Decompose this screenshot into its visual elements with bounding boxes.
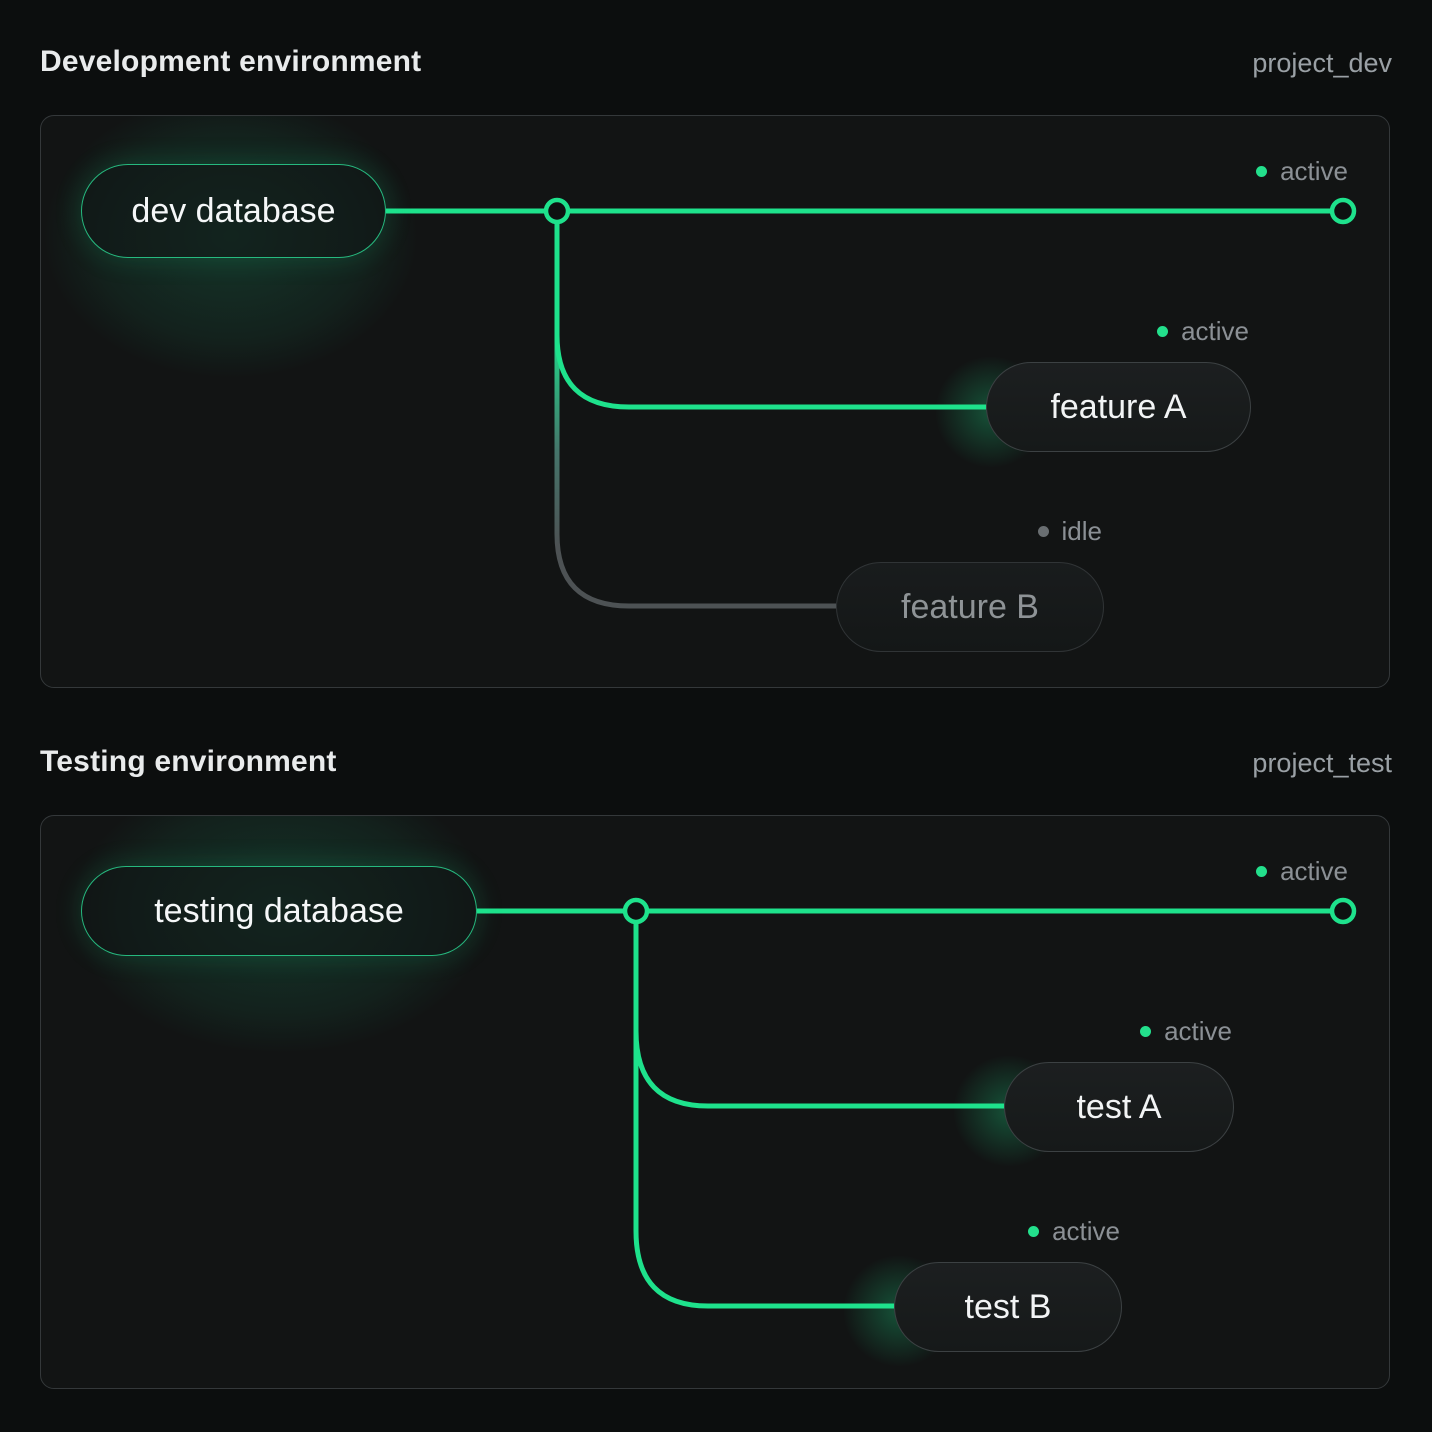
status-label: active	[1280, 856, 1348, 886]
branch-node-test-a[interactable]: test A	[1004, 1062, 1234, 1152]
status-dot-icon	[1157, 325, 1169, 337]
branch-node-label: test A	[1076, 1087, 1162, 1126]
status-badge: active	[1157, 316, 1249, 346]
trunk-head-node-test[interactable]	[1329, 897, 1357, 925]
dev-branch-tree	[386, 197, 1357, 609]
branch-point-node-dev[interactable]	[543, 197, 571, 225]
status-badge: active	[1028, 1216, 1120, 1246]
branch-node-dev-database[interactable]: dev database	[81, 164, 386, 258]
status-dot-icon	[1028, 1225, 1040, 1237]
status-label: active	[1181, 316, 1249, 346]
status-label: active	[1280, 156, 1348, 186]
branch-node-feature-a[interactable]: feature A	[986, 362, 1251, 452]
status-badge: active	[1256, 856, 1348, 886]
test-branch-tree	[477, 897, 1357, 1309]
status-dot-icon	[1037, 525, 1049, 537]
status-badge: active	[1140, 1016, 1232, 1046]
branch-line-test-a	[633, 911, 1004, 1109]
branch-node-label: feature B	[901, 587, 1039, 626]
branch-node-testing-database[interactable]: testing database	[81, 866, 477, 956]
status-badge: active	[1256, 156, 1348, 186]
branch-point-node-test[interactable]	[622, 897, 650, 925]
trunk-head-node-dev[interactable]	[1329, 197, 1357, 225]
status-label: active	[1052, 1216, 1120, 1246]
dev-environment-panel: active dev database active feature A idl…	[40, 115, 1390, 688]
branch-node-feature-b[interactable]: feature B	[836, 562, 1104, 652]
status-label: idle	[1061, 516, 1102, 546]
dev-project-label: project_dev	[1252, 48, 1392, 78]
status-dot-icon	[1256, 865, 1268, 877]
test-project-label: project_test	[1252, 748, 1392, 778]
branch-line-feature-a	[554, 211, 986, 410]
dev-environment-title: Development environment	[40, 45, 422, 78]
branch-line-test-b	[633, 911, 894, 1309]
branch-node-label: test B	[964, 1287, 1052, 1326]
status-dot-icon	[1256, 165, 1268, 177]
test-environment-title: Testing environment	[40, 745, 337, 778]
status-label: active	[1164, 1016, 1232, 1046]
status-badge: idle	[1037, 516, 1102, 546]
branch-node-label: feature A	[1050, 387, 1187, 426]
status-dot-icon	[1140, 1025, 1152, 1037]
branch-node-test-b[interactable]: test B	[894, 1262, 1122, 1352]
branch-node-label: dev database	[131, 191, 336, 230]
branch-node-label: testing database	[154, 891, 404, 930]
test-environment-panel: active testing database active test A ac…	[40, 815, 1390, 1389]
branch-line-feature-b	[554, 211, 836, 609]
